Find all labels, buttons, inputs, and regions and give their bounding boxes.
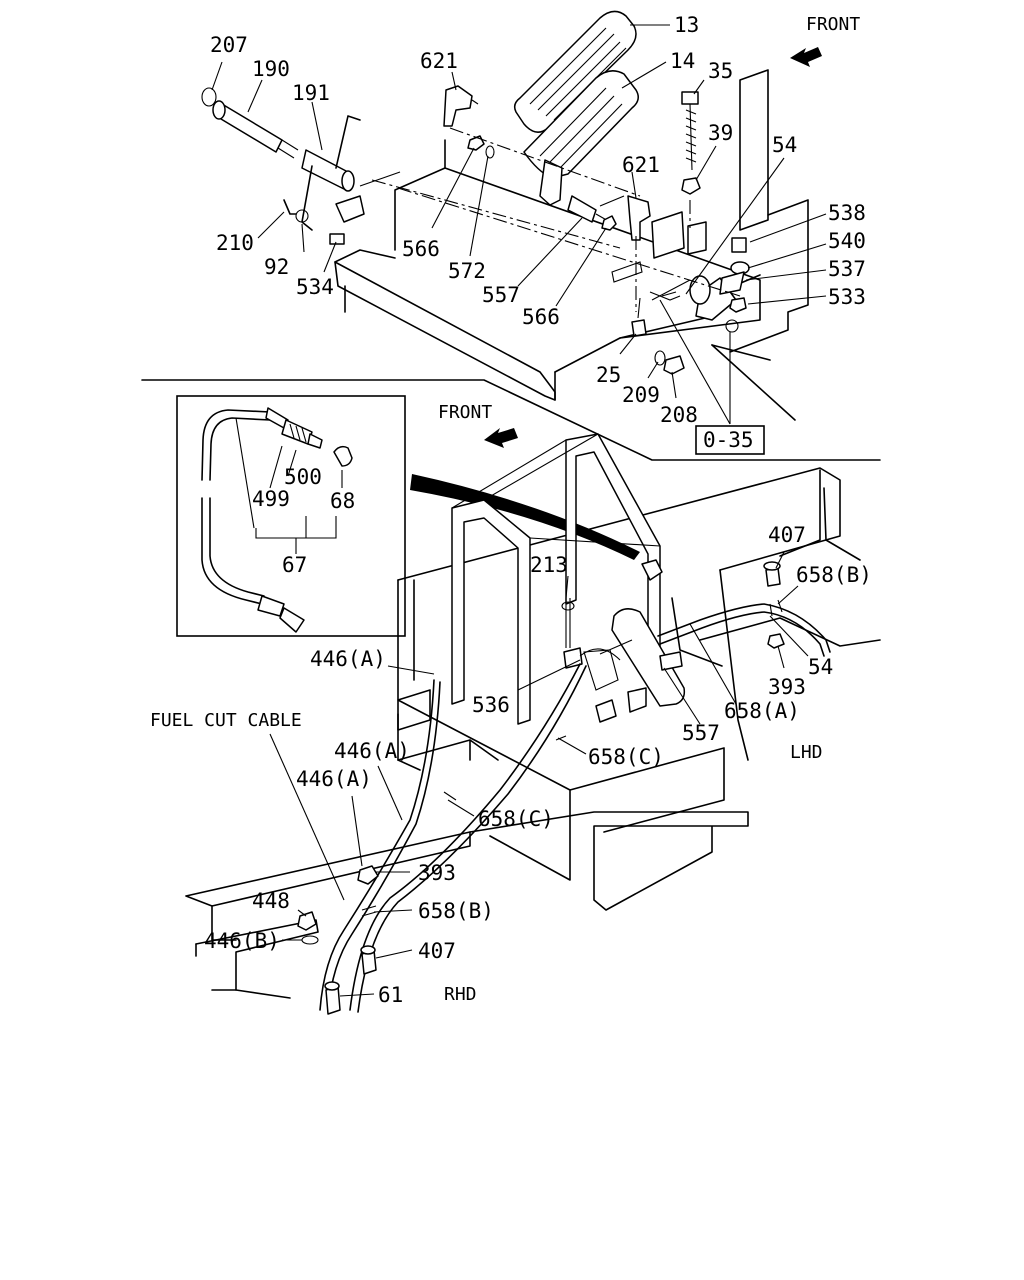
- callout-533: 533: [828, 285, 866, 309]
- callout-658b-top: 658(B): [796, 563, 872, 587]
- callout-393-top: 393: [768, 675, 806, 699]
- callout-61: 61: [378, 983, 403, 1007]
- callout-500: 500: [284, 465, 322, 489]
- callout-566-left: 566: [402, 237, 440, 261]
- callout-536: 536: [472, 693, 510, 717]
- callout-209: 209: [622, 383, 660, 407]
- leader-lines-top: [211, 24, 827, 425]
- front-label-top: FRONT: [806, 14, 860, 35]
- callout-407-bottom: 407: [418, 939, 456, 963]
- detail-pointer: [410, 474, 640, 560]
- callout-557-bottom: 557: [682, 721, 720, 745]
- callout-207: 207: [210, 33, 248, 57]
- callout-566-right: 566: [522, 305, 560, 329]
- callout-208: 208: [660, 403, 698, 427]
- lhd-label: LHD: [790, 742, 823, 763]
- pedal-assembly: [201, 10, 809, 421]
- callout-25: 25: [596, 363, 621, 387]
- callout-534: 534: [296, 275, 334, 299]
- callout-572: 572: [448, 259, 486, 283]
- section-labels: FRONT FRONT 0-35 LHD RHD FUEL CUT CABLE: [150, 14, 860, 1005]
- callout-658c-1: 658(C): [588, 745, 664, 769]
- inset-cable-detail: [176, 395, 406, 637]
- callout-407-top: 407: [768, 523, 806, 547]
- callout-446a-3: 446(A): [296, 767, 372, 791]
- callout-540: 540: [828, 229, 866, 253]
- callout-14: 14: [670, 49, 695, 73]
- callout-210: 210: [216, 231, 254, 255]
- callout-35: 35: [708, 59, 733, 83]
- callout-54-top: 54: [772, 133, 797, 157]
- frame-assembly: [185, 433, 881, 1015]
- callout-393-bottom: 393: [418, 861, 456, 885]
- front-arrow-mid: [484, 428, 518, 448]
- front-arrow-top: [790, 47, 822, 67]
- callout-538: 538: [828, 201, 866, 225]
- callout-537: 537: [828, 257, 866, 281]
- part-callouts: 207 190 191 621 13 14 35 39 621 54 538 5…: [204, 13, 872, 1007]
- callout-658b-bottom: 658(B): [418, 899, 494, 923]
- callout-54-bottom: 54: [808, 655, 833, 679]
- ref-box: [695, 425, 765, 455]
- callout-446a-2: 446(A): [334, 739, 410, 763]
- callout-621-left: 621: [420, 49, 458, 73]
- callout-92: 92: [264, 255, 289, 279]
- callout-190: 190: [252, 57, 290, 81]
- center-lines: [371, 127, 741, 312]
- callout-658c-2: 658(C): [478, 807, 554, 831]
- callout-213: 213: [530, 553, 568, 577]
- leader-lines-bottom: [269, 551, 809, 997]
- callout-191: 191: [292, 81, 330, 105]
- callout-557-top: 557: [482, 283, 520, 307]
- callout-68: 68: [330, 489, 355, 513]
- section-divider: [141, 379, 881, 461]
- callout-499: 499: [252, 487, 290, 511]
- callout-446b: 446(B): [204, 929, 280, 953]
- callout-621-right: 621: [622, 153, 660, 177]
- fuel-cut-cable-label: FUEL CUT CABLE: [150, 710, 302, 731]
- callout-446a-1: 446(A): [310, 647, 386, 671]
- ref-box-label: 0-35: [703, 428, 754, 452]
- front-label-mid: FRONT: [438, 402, 492, 423]
- callout-13: 13: [674, 13, 699, 37]
- callout-39: 39: [708, 121, 733, 145]
- callout-448: 448: [252, 889, 290, 913]
- rhd-label: RHD: [444, 984, 477, 1005]
- callout-67: 67: [282, 553, 307, 577]
- callout-658a: 658(A): [724, 699, 800, 723]
